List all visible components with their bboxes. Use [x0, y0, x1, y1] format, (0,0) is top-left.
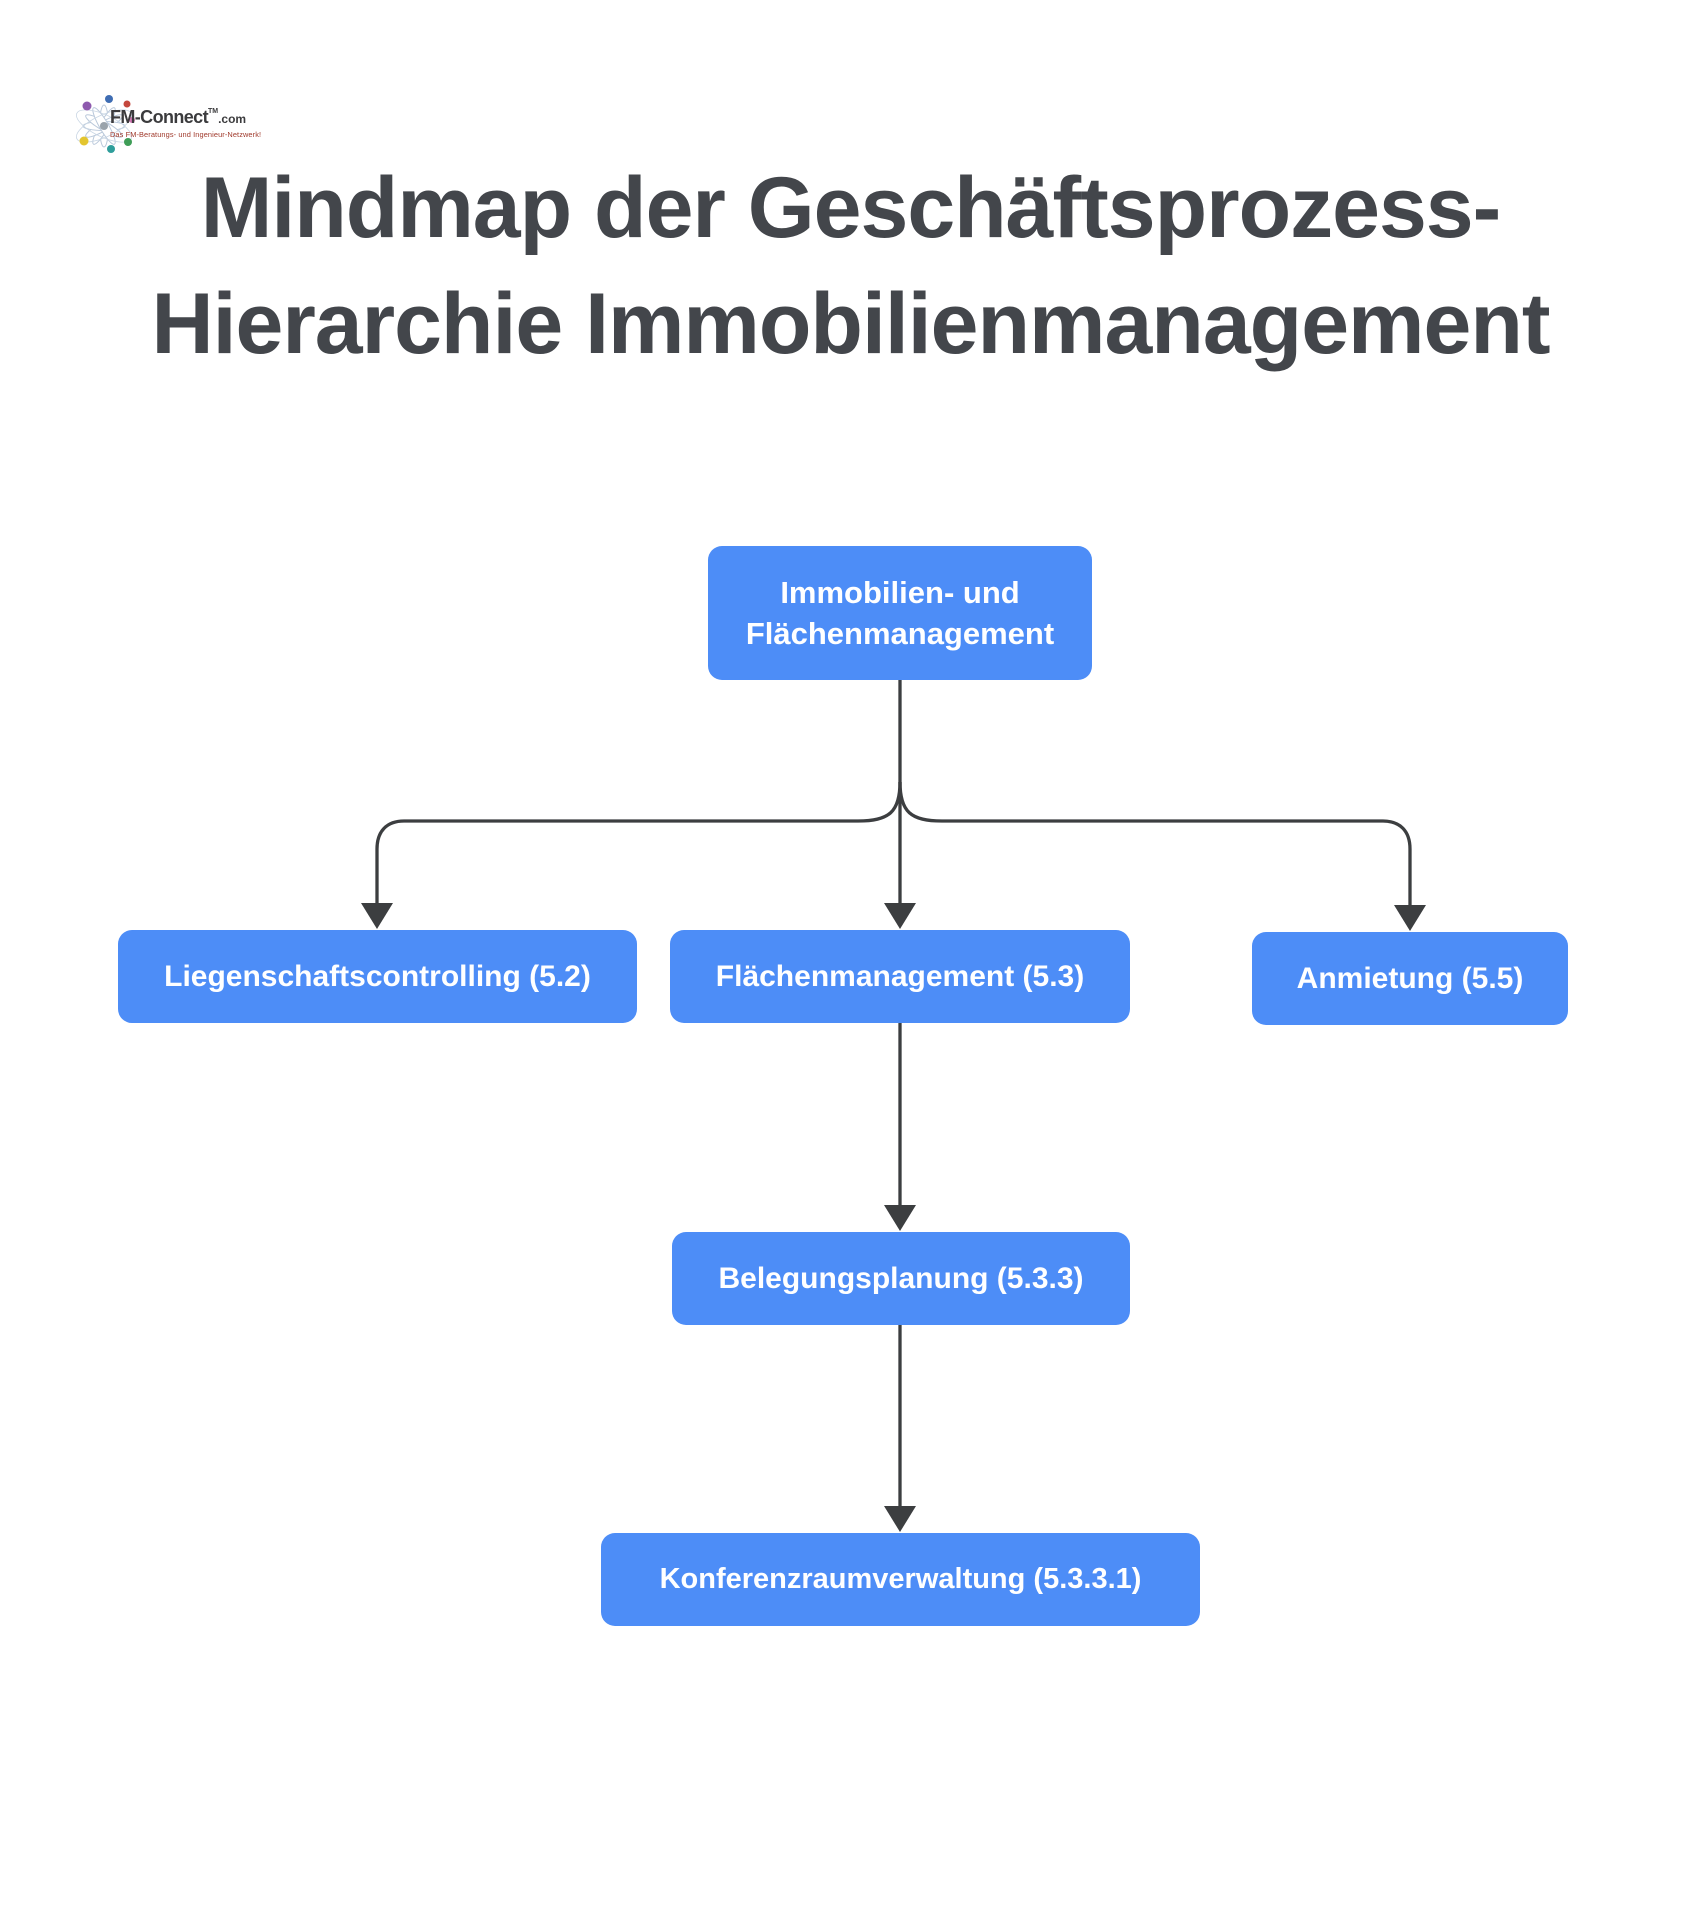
starburst-logo-icon	[76, 95, 135, 153]
diagram-title: Mindmap der Geschäftsprozess- Hierarchie…	[0, 150, 1701, 382]
node-konferenzraumverwaltung-label: Konferenzraumverwaltung (5.3.3.1)	[659, 1563, 1142, 1595]
node-flaechenmanagement-label: Flächenmanagement (5.3)	[715, 959, 1085, 993]
node-konferenzraumverwaltung: Konferenzraumverwaltung (5.3.3.1)	[601, 1533, 1200, 1626]
logo-text: FM-ConnectTM.com Das FM-Beratungs- und I…	[110, 102, 261, 139]
node-root-label-line1: Immobilien- und	[780, 575, 1020, 610]
node-immobilien-und-flaechenmanagement: Immobilien- und Flächenmanagement	[708, 546, 1092, 680]
logo-trademark: TM	[207, 108, 219, 115]
node-root-label-line2: Flächenmanagement	[745, 616, 1055, 651]
diagram-title-line2: Hierarchie Immobilienmanagement	[151, 276, 1551, 373]
edge-root-to-anmietung	[898, 781, 1412, 906]
node-anmietung-label: Anmietung (5.5)	[1296, 961, 1524, 995]
node-anmietung: Anmietung (5.5)	[1252, 932, 1568, 1025]
logo-tagline: Das FM-Beratungs- und Ingenieur-Netzwerk…	[110, 130, 262, 139]
node-liegenschaftscontrolling-label: Liegenschaftscontrolling (5.2)	[164, 959, 591, 993]
node-flaechenmanagement: Flächenmanagement (5.3)	[670, 930, 1130, 1023]
arrowhead-liegenschaftscontrolling	[361, 903, 393, 929]
logo-brand: FM-Connect	[110, 107, 209, 127]
logo-tld: .com	[218, 112, 247, 126]
arrowhead-belegungsplanung	[884, 1205, 916, 1231]
node-liegenschaftscontrolling: Liegenschaftscontrolling (5.2)	[118, 930, 637, 1023]
arrowhead-anmietung	[1394, 905, 1426, 931]
arrowhead-flaechenmanagement	[884, 903, 916, 929]
edge-root-to-liegenschaftscontrolling	[375, 781, 902, 904]
node-belegungsplanung-label: Belegungsplanung (5.3.3)	[718, 1261, 1084, 1295]
diagram-title-line1: Mindmap der Geschäftsprozess-	[200, 160, 1502, 256]
arrowhead-konferenzraumverwaltung	[884, 1506, 916, 1532]
fm-connect-logo: FM-ConnectTM.com Das FM-Beratungs- und I…	[70, 86, 261, 160]
node-belegungsplanung: Belegungsplanung (5.3.3)	[672, 1232, 1130, 1325]
